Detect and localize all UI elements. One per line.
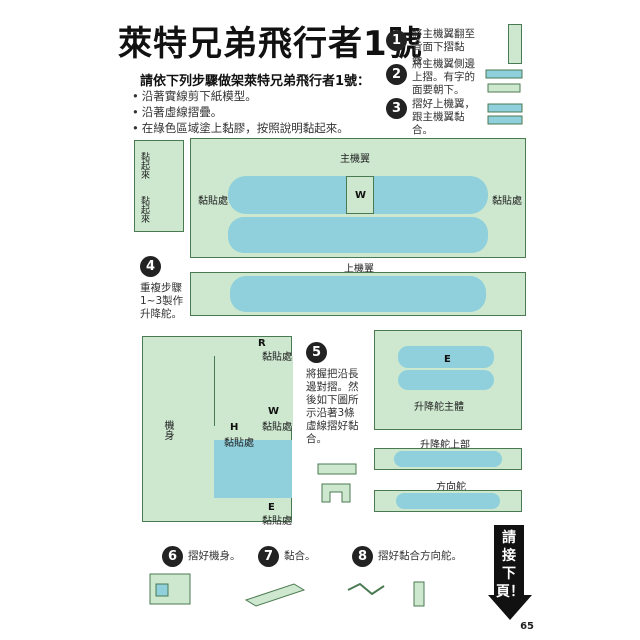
step-5-number: 5: [306, 342, 327, 363]
upper-wing-panel: [230, 276, 486, 312]
step-7-text: 黏合。: [284, 550, 316, 562]
main-wing-glue-left: 黏貼處: [198, 196, 228, 207]
step-8-diagram: [347, 581, 425, 607]
step-6-number: 6: [162, 546, 183, 567]
elevator-e-label: E: [444, 354, 451, 365]
step-1-text: 將主機翼翻至背面下摺黏合。: [412, 28, 475, 66]
step-2-diagram: [485, 69, 523, 93]
step-3-number: 3: [386, 98, 407, 119]
fuselage-glue-r: 黏貼處: [262, 352, 292, 363]
intro-text: 請依下列步驟做架萊特兄弟飛行者1號：: [140, 74, 371, 89]
grip-piece: [134, 140, 184, 232]
upper-wing-label: 上機翼: [344, 264, 374, 275]
step-4-text: 重複步驟1~3製作升降舵。: [140, 282, 184, 320]
page-number: 65: [520, 621, 534, 632]
fuselage-h-label: H: [230, 422, 239, 433]
fuselage-lower-panel: [214, 440, 292, 498]
step-1-number: 1: [386, 30, 407, 51]
instruction-item: 沿著虛線摺疊。: [132, 104, 349, 120]
main-wing-glue-right: 黏貼處: [492, 196, 522, 207]
main-wing-w-label: W: [355, 190, 367, 201]
fuselage-top-frame: [214, 356, 293, 426]
elevator-upper-panel: [394, 451, 502, 467]
step-2-number: 2: [386, 64, 407, 85]
step-2-text: 將主機翼側邊上摺。有字的面要朝下。: [412, 58, 475, 96]
step-3-diagram: [487, 103, 523, 125]
grip-glue-label-a: 黏起來: [139, 152, 149, 179]
elevator-main-lower-panel: [398, 370, 494, 390]
step-6-diagram: [149, 573, 191, 605]
elevator-main-label: 升降舵主體: [414, 402, 464, 413]
fuselage-e-label: E: [268, 502, 275, 513]
rudder-label: 方向舵: [436, 482, 466, 493]
fuselage-label: 機身: [162, 420, 173, 440]
step-8-number: 8: [352, 546, 373, 567]
instruction-list: 沿著實線剪下紙模型。 沿著虛線摺疊。 在綠色區域塗上黏膠，按照說明黏起來。: [132, 88, 349, 136]
step-8-text: 摺好黏合方向舵。: [378, 550, 462, 562]
next-page-arrow: 請接下頁！: [488, 525, 532, 620]
fuselage-w-label: W: [268, 406, 280, 417]
main-wing-w-tab: [346, 176, 374, 214]
instruction-item: 沿著實線剪下紙模型。: [132, 88, 349, 104]
main-wing-lower-panel: [228, 217, 488, 253]
step-7-number: 7: [258, 546, 279, 567]
fuselage-glue-w: 黏貼處: [262, 422, 292, 433]
step-4-number: 4: [140, 256, 161, 277]
next-page-text: 請接下頁！: [496, 530, 524, 600]
instruction-item: 在綠色區域塗上黏膠，按照說明黏起來。: [132, 120, 349, 136]
step-5-text: 將握把沿長邊對摺。然後如下圖所示沿著3條虛線摺好黏合。: [306, 368, 359, 445]
step-6-text: 摺好機身。: [188, 550, 241, 562]
step-3-text: 摺好上機翼，跟主機翼黏合。: [412, 98, 475, 136]
elevator-upper-label: 升降舵上部: [420, 440, 470, 451]
elevator-main-upper-panel: [398, 346, 494, 368]
main-wing-label: 主機翼: [340, 154, 370, 165]
fuselage-glue-e: 黏貼處: [262, 516, 292, 527]
step-7-diagram: [244, 583, 306, 607]
fuselage-glue-h: 黏貼處: [224, 438, 254, 449]
fuselage-r-label: R: [258, 338, 266, 349]
step-1-diagram: [508, 24, 522, 64]
page-title: 萊特兄弟飛行者1號: [118, 24, 423, 64]
step-5-diagram: [317, 463, 357, 503]
grip-glue-label-b: 黏起來: [139, 196, 149, 223]
rudder-panel: [396, 493, 500, 509]
